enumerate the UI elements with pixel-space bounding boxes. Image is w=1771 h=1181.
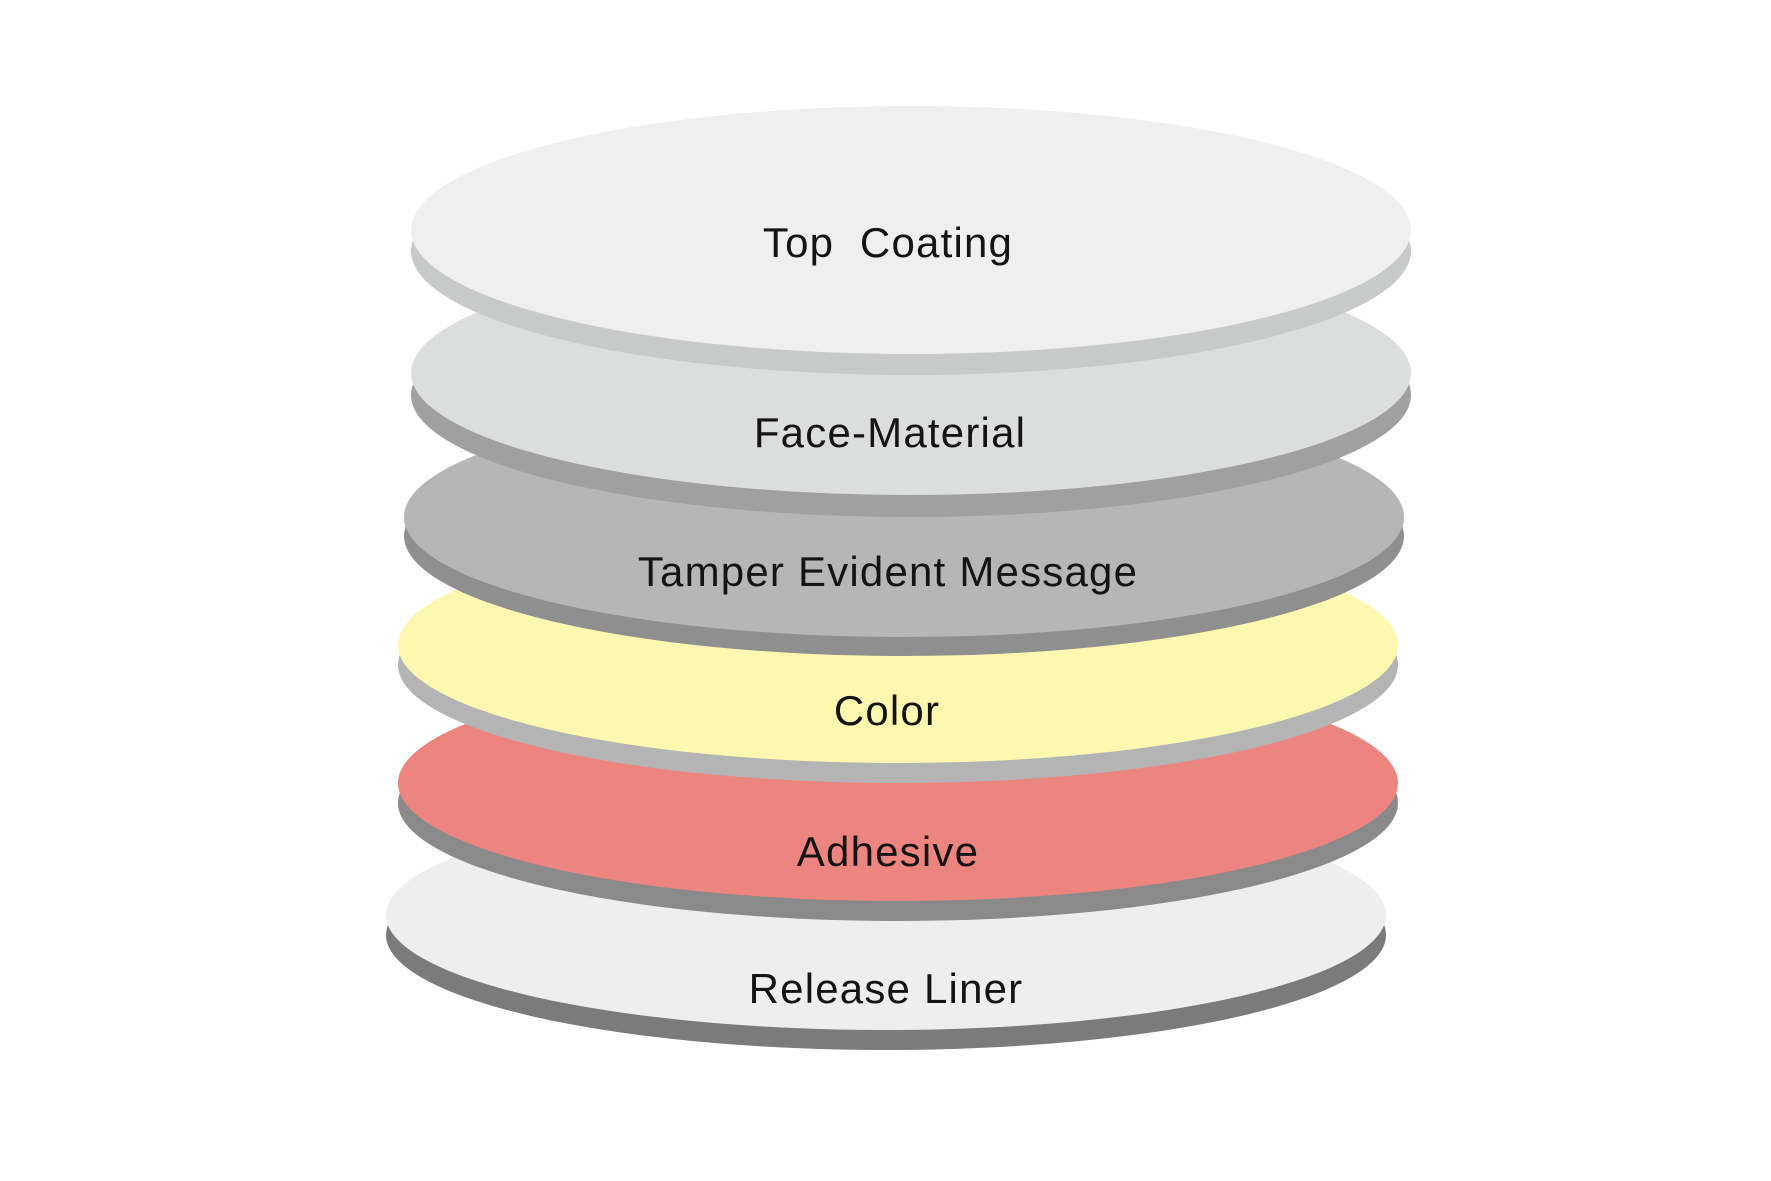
layer-adhesive-label: Adhesive <box>797 828 979 875</box>
layer-color-label: Color <box>834 687 940 734</box>
layer-tamper-evident-message-label: Tamper Evident Message <box>638 548 1138 595</box>
layer-top-coating: Top Coating <box>411 106 1411 375</box>
layer-top-coating-face <box>411 106 1411 354</box>
layer-release-liner-label: Release Liner <box>749 965 1024 1012</box>
layer-top-coating-label: Top Coating <box>763 219 1013 266</box>
layer-face-material-label: Face-Material <box>754 409 1026 456</box>
